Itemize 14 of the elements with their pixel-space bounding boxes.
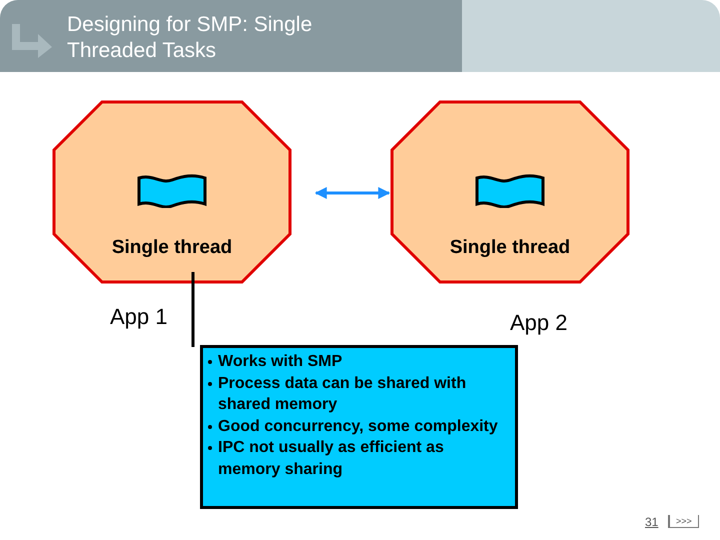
next-link: >>> [668,515,699,528]
slide-title: Designing for SMP: Single Threaded Tasks [67,12,314,64]
leader-line [192,272,194,347]
bullet-text: IPC not usually as efficient as memory sharing [218,438,445,480]
bullet-text: Process data can be shared with shared memory [218,374,468,416]
bullet-text: Works with SMP [218,352,342,372]
app-label: App 1 [110,303,168,331]
node-label: Single thread [112,236,232,260]
bullet-text: Good concurrency, some complexity [218,416,498,437]
node-label: Single thread [450,236,570,260]
page-number: 31 [645,514,658,531]
double-arrow [314,187,390,199]
callout-box [200,345,518,509]
app-label: App 2 [510,309,568,337]
